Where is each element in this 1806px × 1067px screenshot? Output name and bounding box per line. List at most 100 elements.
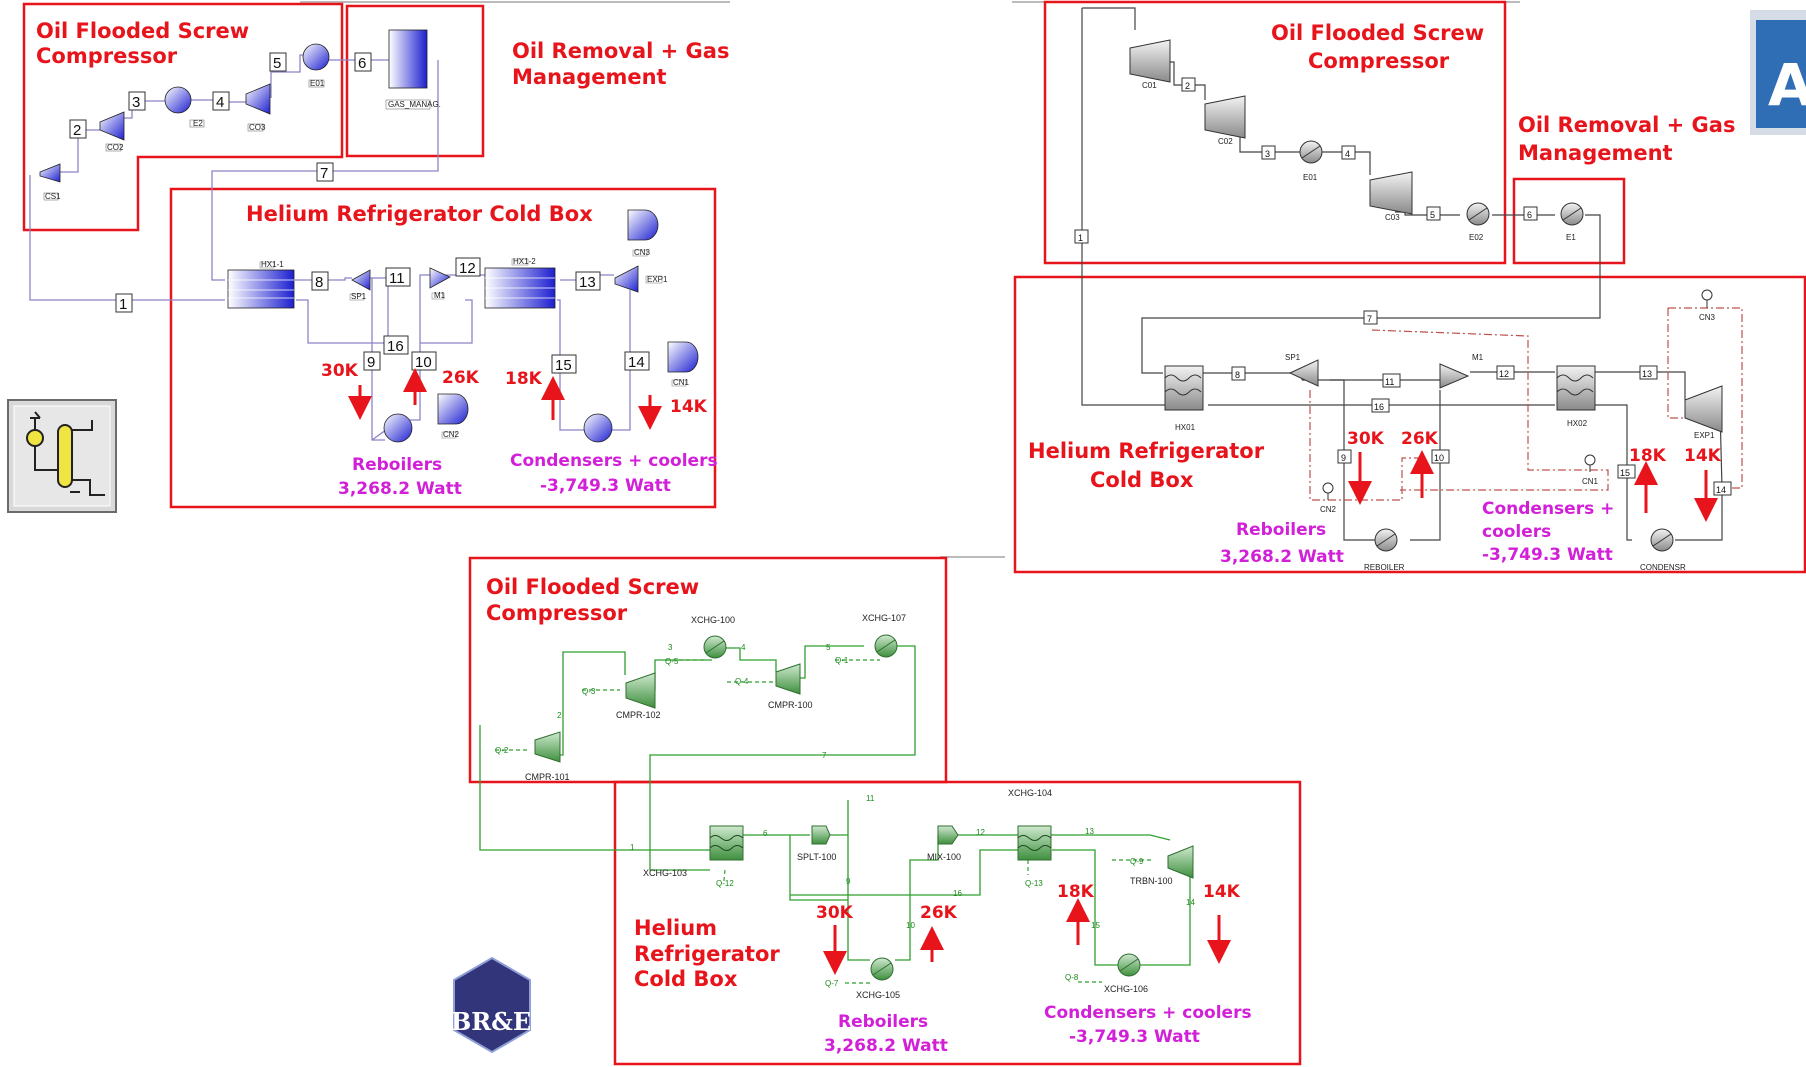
compressor-c01[interactable]: C01 bbox=[1130, 40, 1170, 90]
svg-text:13: 13 bbox=[1642, 369, 1652, 379]
bottom-temp-14k: 14K bbox=[1203, 882, 1241, 902]
co2-label: CO2 bbox=[107, 143, 124, 152]
xchg-106[interactable]: XCHG-106 bbox=[1104, 954, 1148, 994]
mixer-m1-right[interactable]: M1 bbox=[1440, 353, 1484, 388]
svg-text:XCHG-106: XCHG-106 bbox=[1104, 984, 1148, 994]
svg-text:XCHG-103: XCHG-103 bbox=[643, 868, 687, 878]
right-coldbox-title-l1: Helium Refrigerator bbox=[1028, 439, 1265, 463]
xchg-100[interactable]: XCHG-100 bbox=[691, 615, 735, 658]
svg-text:4: 4 bbox=[216, 94, 224, 111]
right-coldbox-title-l2: Cold Box bbox=[1090, 468, 1194, 492]
svg-text:8: 8 bbox=[315, 274, 323, 291]
svg-text:CMPR-100: CMPR-100 bbox=[768, 700, 813, 710]
right-condensers-value: -3,749.3 Watt bbox=[1482, 545, 1613, 565]
svg-text:8: 8 bbox=[1235, 370, 1240, 380]
gas-management-block[interactable]: GAS_MANAG. bbox=[386, 30, 441, 109]
hx1-1-exchanger[interactable]: HX1-1 bbox=[228, 260, 294, 308]
svg-text:CMPR-102: CMPR-102 bbox=[616, 710, 661, 720]
hx1-2-exchanger[interactable]: HX1-2 bbox=[485, 257, 555, 308]
trbn-100[interactable]: TRBN-100 bbox=[1130, 846, 1193, 886]
right-temp-26k: 26K bbox=[1401, 429, 1439, 449]
xchg-105[interactable]: XCHG-105 bbox=[856, 958, 900, 1000]
cn3-block[interactable]: CN3 bbox=[628, 210, 658, 257]
condenser-right[interactable]: CONDENSR bbox=[1640, 529, 1686, 572]
right-compressor-title-l2: Compressor bbox=[1308, 49, 1450, 73]
bre-logo-text: BR&E bbox=[451, 1007, 531, 1036]
svg-text:7: 7 bbox=[1367, 314, 1372, 324]
reboilers-value: 3,268.2 Watt bbox=[338, 479, 462, 499]
svg-text:E01: E01 bbox=[1303, 173, 1318, 182]
condenser-circle[interactable] bbox=[584, 414, 612, 442]
bottom-reboilers-value: 3,268.2 Watt bbox=[824, 1036, 948, 1056]
temp-26k: 26K bbox=[442, 368, 480, 388]
svg-text:16: 16 bbox=[1374, 402, 1384, 412]
svg-text:6: 6 bbox=[763, 829, 768, 838]
cn3-label: CN3 bbox=[634, 248, 651, 257]
panel-aspen-left: Oil Flooded Screw Compressor Oil Removal… bbox=[24, 2, 730, 507]
splitter-sp1-right[interactable]: SP1 bbox=[1285, 353, 1318, 386]
svg-text:5: 5 bbox=[273, 55, 281, 72]
condensers-title: Condensers + coolers bbox=[510, 451, 718, 471]
bottom-condensers-value: -3,749.3 Watt bbox=[1069, 1027, 1200, 1047]
cmpr-102[interactable]: CMPR-102 bbox=[616, 673, 661, 720]
coldbox-title: Helium Refrigerator Cold Box bbox=[246, 202, 593, 226]
svg-text:6: 6 bbox=[1527, 210, 1532, 220]
svg-text:CN2: CN2 bbox=[1320, 505, 1337, 514]
svg-text:9: 9 bbox=[1341, 453, 1346, 463]
exp1-label: EXP1 bbox=[647, 275, 668, 284]
hx02-right[interactable]: HX02 bbox=[1557, 366, 1595, 428]
splitter-sp1[interactable]: SP1 bbox=[350, 270, 370, 301]
heater-e2[interactable]: E2 bbox=[165, 87, 204, 128]
heater-e1-right[interactable]: E1 bbox=[1561, 203, 1583, 242]
svg-text:2: 2 bbox=[557, 711, 562, 720]
svg-text:12: 12 bbox=[976, 828, 985, 837]
splt-100[interactable]: SPLT-100 bbox=[797, 826, 836, 862]
column-icon[interactable] bbox=[8, 400, 116, 512]
expander-exp1[interactable]: EXP1 bbox=[615, 266, 668, 292]
heater-e01-right[interactable]: E01 bbox=[1300, 141, 1322, 182]
svg-text:11: 11 bbox=[1385, 377, 1394, 387]
co3-label: CO3 bbox=[249, 123, 266, 132]
xchg-107[interactable]: XCHG-107 bbox=[862, 613, 906, 657]
reboiler-right[interactable]: REBOILER bbox=[1364, 529, 1405, 572]
right-condensers-title-l1: Condensers + bbox=[1482, 499, 1614, 519]
svg-text:Q-2: Q-2 bbox=[495, 746, 509, 755]
svg-text:M1: M1 bbox=[1472, 353, 1484, 362]
svg-text:5: 5 bbox=[826, 643, 831, 652]
svg-text:14: 14 bbox=[1186, 898, 1195, 907]
expander-exp1-right[interactable]: EXP1 bbox=[1685, 386, 1722, 440]
svg-text:16: 16 bbox=[387, 338, 404, 355]
compressor-co2[interactable]: CO2 bbox=[100, 112, 124, 152]
xchg-104[interactable]: XCHG-104 bbox=[1008, 788, 1052, 860]
cn2-block[interactable]: CN2 bbox=[438, 394, 468, 439]
bre-logo: BR&E bbox=[451, 958, 531, 1052]
cmpr-100[interactable]: CMPR-100 bbox=[768, 664, 813, 710]
hysys-energy-labels: Q-2 Q-3 Q-5 Q-4 Q-1 Q-12 Q-13 Q-7 Q-8 Q-… bbox=[495, 656, 1144, 988]
svg-text:16: 16 bbox=[953, 889, 962, 898]
heater-e02-right[interactable]: E02 bbox=[1467, 203, 1489, 242]
reboiler-circle[interactable] bbox=[384, 414, 412, 442]
svg-text:14: 14 bbox=[628, 354, 645, 371]
svg-text:13: 13 bbox=[1085, 827, 1094, 836]
svg-text:Q-4: Q-4 bbox=[735, 677, 749, 686]
compressor-c02[interactable]: C02 bbox=[1205, 96, 1245, 146]
compressor-cs1[interactable]: CS1 bbox=[40, 164, 61, 201]
svg-text:5: 5 bbox=[1430, 210, 1435, 220]
e01-label: E01 bbox=[310, 79, 325, 88]
heater-e01[interactable]: E01 bbox=[303, 44, 329, 88]
mix-100[interactable]: MIX-100 bbox=[927, 826, 961, 862]
svg-text:11: 11 bbox=[389, 270, 405, 287]
hx1-label: HX1-1 bbox=[261, 260, 284, 269]
svg-text:C03: C03 bbox=[1385, 213, 1400, 222]
svg-text:13: 13 bbox=[579, 274, 596, 291]
cs1-label: CS1 bbox=[45, 192, 61, 201]
hx01-right[interactable]: HX01 bbox=[1165, 366, 1203, 432]
bottom-temp-18k: 18K bbox=[1057, 882, 1095, 902]
cn1-block[interactable]: CN1 bbox=[668, 342, 698, 387]
svg-text:TRBN-100: TRBN-100 bbox=[1130, 876, 1173, 886]
compressor-co3[interactable]: CO3 bbox=[246, 84, 270, 132]
svg-text:7: 7 bbox=[822, 751, 827, 760]
panel-hysys: Oil Flooded Screw Compressor Helium Refr… bbox=[470, 557, 1300, 1064]
mixer-m1[interactable]: M1 bbox=[430, 268, 450, 300]
svg-text:SPLT-100: SPLT-100 bbox=[797, 852, 836, 862]
